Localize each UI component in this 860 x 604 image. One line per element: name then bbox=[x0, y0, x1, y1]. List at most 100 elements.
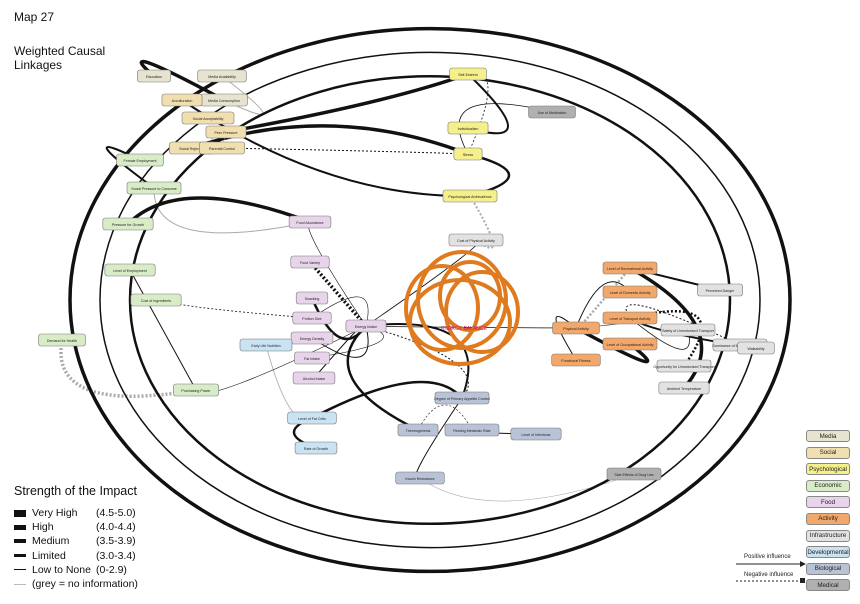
svg-text:Alcohol Intake: Alcohol Intake bbox=[303, 377, 326, 381]
svg-text:Social Acceptability: Social Acceptability bbox=[193, 117, 224, 121]
node-rate-of-growth: Rate of Growth bbox=[294, 441, 338, 455]
svg-text:Level of Fat Cells: Level of Fat Cells bbox=[298, 417, 326, 421]
category-medical: Medical bbox=[806, 579, 850, 592]
svg-text:Insulin Resistance: Insulin Resistance bbox=[405, 477, 434, 481]
category-infrastructure: Infrastructure bbox=[806, 529, 850, 542]
causal-link bbox=[139, 59, 225, 102]
svg-text:Food Variety: Food Variety bbox=[300, 261, 320, 265]
node-pressure-for-growth: Pressure for Growth bbox=[102, 217, 154, 231]
node-level-of-infections: Level of Infections bbox=[510, 427, 562, 441]
energy-balance-label: ENERGY BALANCE bbox=[441, 326, 487, 332]
node-walkability: Walkability bbox=[737, 341, 775, 355]
node-social-acceptability: Social Acceptability bbox=[181, 111, 235, 125]
legend-row-low: Low to None(0-2.9) bbox=[14, 563, 184, 577]
legend-label: High bbox=[32, 521, 54, 534]
svg-text:Level of Employment: Level of Employment bbox=[113, 269, 147, 273]
svg-text:Demand for Health: Demand for Health bbox=[47, 339, 77, 343]
node-purchasing-power: Purchasing Power bbox=[173, 383, 219, 397]
category-food: Food bbox=[806, 496, 850, 509]
map-title: Map 27 bbox=[14, 10, 55, 24]
svg-text:Side Effects of Drug Use: Side Effects of Drug Use bbox=[614, 473, 653, 477]
node-energy-intake: Energy Intake bbox=[345, 319, 387, 333]
node-perceived-danger: Perceived Danger bbox=[697, 283, 743, 297]
node-level-of-fat-cells: Level of Fat Cells bbox=[287, 411, 337, 425]
feedback-loop bbox=[128, 74, 732, 526]
causal-link bbox=[415, 397, 463, 480]
svg-text:Stress: Stress bbox=[463, 153, 473, 157]
svg-text:Perceived Danger: Perceived Danger bbox=[706, 289, 736, 293]
legend-range: (4.0-4.4) bbox=[96, 521, 136, 534]
node-psychological-ambivalence: Psychological Ambivalence bbox=[442, 189, 498, 203]
causal-link bbox=[59, 339, 197, 398]
node-level-of-occupational-activity: Level of Occupational Activity bbox=[602, 337, 658, 351]
causal-link bbox=[195, 325, 367, 394]
svg-text:Degree of Primary Appetite Con: Degree of Primary Appetite Control bbox=[434, 397, 490, 401]
svg-text:Energy Intake: Energy Intake bbox=[355, 325, 377, 329]
node-degree-of-primary-appetite-control: Degree of Primary Appetite Control bbox=[434, 391, 490, 405]
svg-text:Use of Medication: Use of Medication bbox=[538, 111, 567, 115]
category-economic: Economic bbox=[806, 479, 850, 492]
energy-loop bbox=[404, 264, 480, 352]
svg-text:Level of Infections: Level of Infections bbox=[522, 433, 551, 437]
category-activity: Activity bbox=[806, 512, 850, 525]
svg-text:Early Life Nutrition: Early Life Nutrition bbox=[251, 344, 280, 348]
svg-text:Ambient Temperature: Ambient Temperature bbox=[667, 387, 701, 391]
svg-text:Purchasing Power: Purchasing Power bbox=[181, 389, 211, 393]
svg-text:Pressure for Growth: Pressure for Growth bbox=[112, 223, 144, 227]
energy-loop bbox=[438, 260, 502, 332]
node-media-consumption: Media Consumption bbox=[200, 93, 248, 107]
causal-link bbox=[225, 72, 469, 134]
causal-link bbox=[365, 325, 469, 399]
negative-influence-label: Negative influence bbox=[744, 572, 794, 578]
category-social: Social bbox=[806, 446, 850, 459]
node-resting-metabolic-rate: Resting Metabolic Rate bbox=[444, 423, 500, 437]
svg-text:Fat Intake: Fat Intake bbox=[304, 357, 320, 361]
causal-link bbox=[419, 473, 635, 502]
legend-label: Medium bbox=[32, 535, 70, 548]
svg-text:Cost of Physical Activity: Cost of Physical Activity bbox=[457, 239, 495, 243]
svg-text:Opportunity for Unmotorised Tr: Opportunity for Unmotorised Transport bbox=[653, 365, 714, 369]
node-female-employment: Female Employment bbox=[116, 153, 164, 167]
causal-link bbox=[126, 196, 311, 226]
node-opportunity-for-unmotorised-transport: Opportunity for Unmotorised Transport bbox=[653, 359, 715, 373]
causal-link bbox=[308, 260, 368, 328]
causal-link bbox=[575, 326, 650, 364]
legend-row-grey: (grey = no information) bbox=[14, 577, 184, 591]
svg-text:Safety of Unmotorised Transpor: Safety of Unmotorised Transport bbox=[662, 329, 714, 333]
node-food-variety: Food Variety bbox=[290, 255, 330, 269]
svg-text:Education: Education bbox=[146, 75, 162, 79]
node-portion-size: Portion Size bbox=[292, 311, 332, 325]
node-early-life-nutrition: Early Life Nutrition bbox=[239, 338, 293, 352]
map-subtitle: Weighted Causal Linkages bbox=[14, 44, 106, 72]
svg-text:Self-Esteem: Self-Esteem bbox=[458, 73, 478, 77]
svg-text:Individualism: Individualism bbox=[458, 127, 479, 131]
node-side-effects-of-drug-use: Side Effects of Drug Use bbox=[606, 467, 662, 481]
node-acculturation: Acculturation bbox=[161, 93, 203, 107]
category-psychological: Psychological bbox=[806, 463, 850, 476]
causal-link bbox=[311, 380, 463, 420]
node-snacking: Snacking bbox=[295, 291, 329, 305]
legend-label: Low to None bbox=[32, 563, 91, 576]
node-level-of-domestic-activity: Level of Domestic Activity bbox=[602, 285, 658, 299]
node-level-of-recreational-activity: Level of Recreational Activity bbox=[602, 261, 658, 275]
node-safety-of-unmotorised-transport: Safety of Unmotorised Transport bbox=[660, 323, 716, 337]
svg-text:Level of Domestic Activity: Level of Domestic Activity bbox=[610, 291, 651, 295]
node-insulin-resistance: Insulin Resistance bbox=[395, 471, 445, 485]
legend-range: (3.0-3.4) bbox=[96, 549, 136, 562]
node-ambient-temperature: Ambient Temperature bbox=[658, 381, 710, 395]
category-media: Media bbox=[806, 430, 850, 442]
legend-label: Very High bbox=[32, 507, 78, 520]
svg-text:Portion Size: Portion Size bbox=[302, 317, 321, 321]
svg-text:Functional Fitness: Functional Fitness bbox=[561, 359, 590, 363]
legend-grey-note: (grey = no information) bbox=[32, 578, 138, 591]
svg-text:Social Pressure to Consume: Social Pressure to Consume bbox=[131, 187, 177, 191]
legend-row-medium: Medium (3.5-3.9) bbox=[14, 534, 184, 548]
causal-link bbox=[221, 147, 469, 155]
node-stress: Stress bbox=[453, 147, 483, 161]
legend-range: (4.5-5.0) bbox=[96, 507, 136, 520]
legend-row-limited: Limited(3.0-3.4) bbox=[14, 549, 184, 563]
svg-text:Resting Metabolic Rate: Resting Metabolic Rate bbox=[453, 429, 490, 433]
legend-range: (3.5-3.9) bbox=[96, 535, 136, 548]
